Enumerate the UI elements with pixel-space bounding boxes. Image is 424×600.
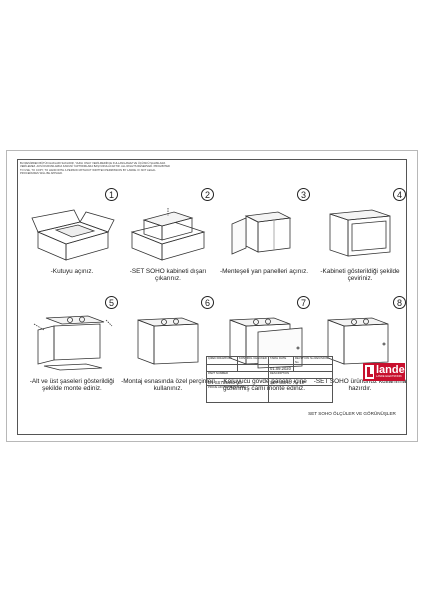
step-number: 3 <box>297 188 310 201</box>
drawn-by-label: ÇİZEN DRAWN BY <box>206 355 238 366</box>
step-number: 8 <box>393 296 406 309</box>
step-number: 1 <box>105 188 118 201</box>
step-8: 8 -SET SOHO ürününüz kullanıma hazırdır. <box>312 296 408 408</box>
copyright-notice: BU RESİMDEN BÜTÜN HAKLARI SAKLIDIR, YAZI… <box>20 162 170 176</box>
revision-label: REVİZYON No REVISION No <box>293 355 333 366</box>
project-label: PROJE ADI PROJECT NAME <box>206 385 269 404</box>
step-number: 4 <box>393 188 406 201</box>
part-number-label: PART NUMBER <box>206 371 269 380</box>
lande-logo-icon <box>365 365 374 379</box>
step-5: 5 -Alt ve üst şaseleri gösterildiği şeki… <box>24 296 120 408</box>
project-value: SET SOHO ÖLÇÜLER VE GÖRÜNÜŞLER <box>308 411 396 416</box>
step-number: 2 <box>201 188 214 201</box>
assembly-sheet: BU RESİMDEN BÜTÜN HAKLARI SAKLIDIR, YAZI… <box>6 150 418 442</box>
step-4: 4 -Kabineti gösterildiği şekilde çevirin… <box>312 188 408 300</box>
step-number: 6 <box>201 296 214 309</box>
step-number: 5 <box>105 296 118 309</box>
open-box-illustration <box>31 209 115 261</box>
step-1: 1 -Kutuyu açınız. <box>24 188 120 300</box>
logo-tagline: LANDE ELEKTRONIK <box>376 375 402 378</box>
step-6: 6 -Montaj esnasında özel perçinleri kull… <box>120 296 216 408</box>
step-caption: -SET SOHO kabineti dışarı çıkarınız. <box>129 268 207 283</box>
hinged-side-panels-illustration <box>231 211 292 255</box>
rotate-cabinet-illustration <box>329 209 391 257</box>
title-block: ÇİZEN DRAWN BY KONTROL CHECKED TARİH DAT… <box>206 355 406 432</box>
step-number: 7 <box>297 296 310 309</box>
step-caption: -Kutuyu açınız. <box>50 268 94 275</box>
date-label: TARİH DATE <box>268 355 294 366</box>
lande-logo: lande LANDE ELEKTRONIK <box>363 363 405 381</box>
step-caption: -SET SOHO ürününüz kullanıma hazırdır. <box>313 378 407 393</box>
description-value: SET SOHO 7U 19" <box>268 378 333 387</box>
step-caption: -Kabineti gösterildiği şekilde çeviriniz… <box>320 268 400 283</box>
step-caption: -Montaj esnasında özel perçinleri kullan… <box>121 378 215 393</box>
step-3: 3 -Menteşeli yan panelleri açınız. <box>216 188 312 300</box>
drawing-frame: BU RESİMDEN BÜTÜN HAKLARI SAKLIDIR, YAZI… <box>17 159 407 435</box>
ready-cabinet-illustration <box>327 317 389 365</box>
step-2: 2 -SET SOHO kabineti dışarı çıkarınız. <box>120 188 216 300</box>
rivets-illustration <box>137 317 199 365</box>
step-caption: -Alt ve üst şaseleri gösterildiği şekild… <box>29 378 115 393</box>
cabinet-out-of-box-illustration <box>130 208 206 261</box>
logo-word: lande <box>376 364 405 376</box>
description-label: DESCRIPTION <box>268 371 333 380</box>
chassis-assembly-illustration <box>33 315 113 371</box>
step-caption: -Menteşeli yan panelleri açınız. <box>219 268 309 275</box>
checked-label: KONTROL CHECKED <box>237 355 269 366</box>
